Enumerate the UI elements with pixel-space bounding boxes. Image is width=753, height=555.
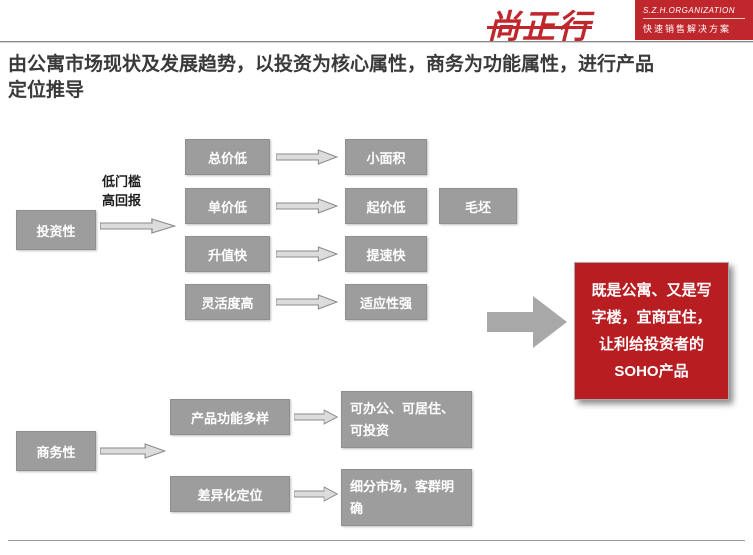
arrow-right-icon (294, 409, 338, 425)
arrow-right-icon (276, 149, 338, 165)
node-benefit-rough: 毛坯 (439, 188, 517, 224)
page-title: 由公寓市场现状及发展趋势，以投资为核心属性，商务为功能属性，进行产品定位推导 (8, 54, 655, 101)
node-feature-appreciation: 升值快 (185, 236, 270, 272)
org-name: S.Z.H.ORGANIZATION (643, 6, 745, 19)
arrow-right-icon (276, 294, 338, 310)
arrow-right-icon (276, 198, 338, 214)
header: 尚正行 S.Z.H.ORGANIZATION 快速销售解决方案 (0, 0, 753, 46)
arrow-right-icon (100, 218, 176, 234)
arrow-right-icon (100, 443, 166, 459)
node-feature-differentiation: 差异化定位 (170, 476, 290, 512)
arrow-right-icon (294, 486, 338, 502)
bridge-label: 低门槛 高回报 (102, 174, 142, 208)
node-feature-total-price: 总价低 (185, 139, 270, 175)
node-benefit-low-start-price: 起价低 (345, 188, 427, 224)
big-arrow-right-icon (487, 296, 567, 348)
company-logo: 尚正行 (487, 7, 592, 46)
node-investment: 投资性 (16, 210, 96, 250)
header-divider (0, 41, 753, 43)
node-feature-unit-price: 单价低 (185, 188, 270, 224)
node-feature-multi-function: 产品功能多样 (170, 399, 290, 435)
node-benefit-fast-pace: 提速快 (345, 236, 427, 272)
node-feature-flexibility: 灵活度高 (185, 284, 270, 320)
arrow-right-icon (276, 246, 338, 262)
node-benefit-multi-use: 可办公、可居住、可投资 (341, 391, 472, 448)
node-business: 商务性 (16, 431, 96, 471)
node-benefit-adaptable: 适应性强 (345, 284, 427, 320)
org-slogan: 快速销售解决方案 (643, 24, 732, 34)
node-benefit-small-area: 小面积 (345, 139, 427, 175)
footer-divider (8, 540, 745, 541)
org-banner: S.Z.H.ORGANIZATION 快速销售解决方案 (635, 0, 753, 40)
node-benefit-segmented-market: 细分市场，客群明确 (341, 469, 472, 526)
conclusion-box: 既是公寓、又是写字楼，宜商宜住，让利给投资者的SOHO产品 (574, 262, 729, 400)
